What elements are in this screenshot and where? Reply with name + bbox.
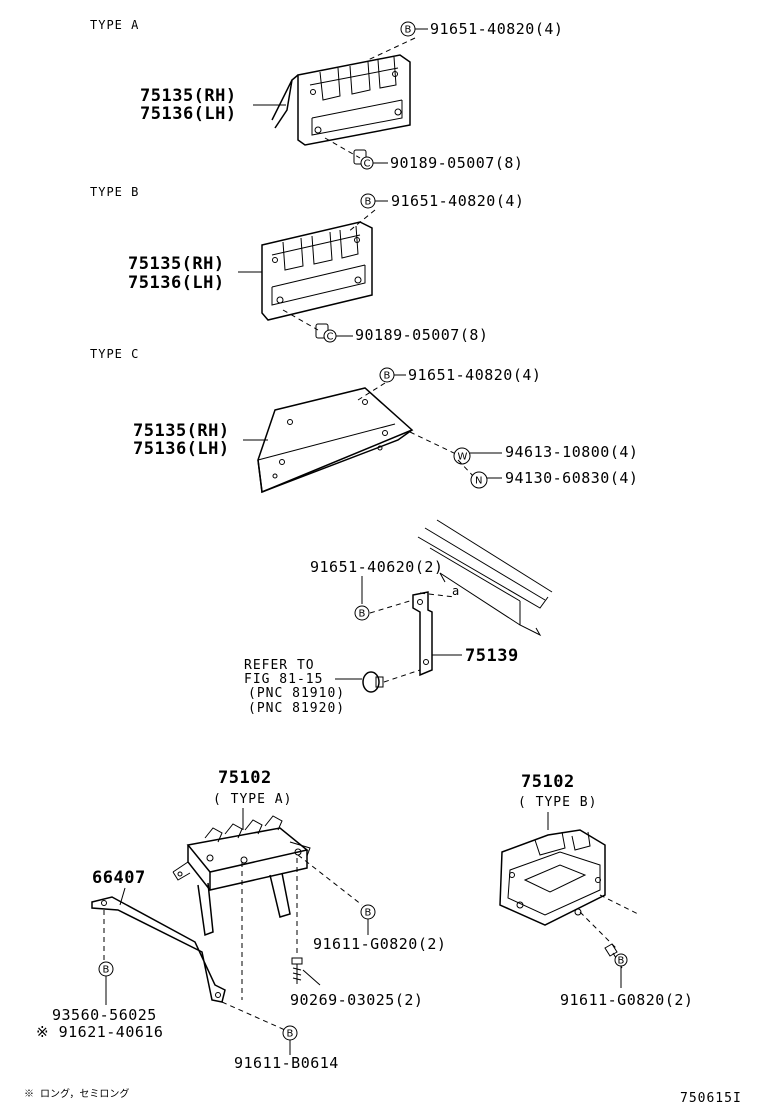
svg-text:C: C (327, 332, 334, 343)
point-a-label: a (452, 584, 460, 598)
label-washer-94613-10800: 94613-10800(4) (505, 443, 638, 461)
label-75102-b: 75102 (521, 772, 575, 792)
figure-code: 750615I (680, 1091, 742, 1106)
refer-text-2: FIG 81-15 (244, 672, 323, 687)
label-bolt-91651-40820-b: 91651-40820(4) (391, 192, 524, 210)
label-type-a-paren: ( TYPE A) (213, 792, 292, 807)
screw-icon (291, 957, 303, 984)
label-bolt-91611-B0614: 91611-B0614 (234, 1054, 339, 1072)
label-screw-90269-03025: 90269-03025(2) (290, 991, 423, 1009)
svg-text:B: B (287, 1029, 294, 1040)
stay-66407 (91, 896, 226, 1003)
bracket-type-b (261, 221, 373, 321)
n-symbol-icon (470, 471, 488, 489)
refer-text-3: (PNC 81910) (248, 686, 345, 701)
label-nut-90189-05007-a: 90189-05007(8) (390, 154, 523, 172)
label-type-b-paren: ( TYPE B) (518, 795, 597, 810)
cushion-icon (362, 671, 380, 693)
label-nut-94130-60830: 94130-60830(4) (505, 469, 638, 487)
label-bolt-91611-G0820-b: 91611-G0820(2) (560, 991, 693, 1009)
label-75102-a: 75102 (218, 768, 272, 788)
svg-text:N: N (475, 476, 482, 487)
label-66407: 66407 (92, 868, 146, 888)
refer-text-4: (PNC 81920) (248, 701, 345, 716)
svg-text:B: B (618, 956, 625, 967)
stay-75139 (412, 591, 433, 677)
label-75136-a: 75136(LH) (140, 104, 237, 124)
label-75135-a: 75135(RH) (140, 86, 237, 106)
b-symbol-icon (354, 605, 370, 621)
svg-text:B: B (405, 25, 412, 36)
label-75136-b: 75136(LH) (128, 273, 225, 293)
label-nut-90189-05007-b: 90189-05007(8) (355, 326, 488, 344)
refer-text-1: REFER TO (244, 658, 315, 673)
svg-text:B: B (365, 908, 372, 919)
bracket-type-c (257, 387, 414, 494)
svg-text:B: B (384, 371, 391, 382)
bracket-type-a (271, 54, 411, 146)
label-75135-b: 75135(RH) (128, 254, 225, 274)
svg-text:B: B (359, 609, 366, 620)
label-bolt-91651-40620: 91651-40620(2) (310, 558, 443, 576)
svg-text:B: B (103, 965, 110, 976)
label-bolt-91621-40616: ※ 91621-40616 (36, 1023, 163, 1041)
type-b-label: TYPE B (90, 185, 139, 199)
label-bolt-91651-40820-c: 91651-40820(4) (408, 366, 541, 384)
label-bolt-93560-56025: 93560-56025 (52, 1006, 157, 1024)
label-75139: 75139 (465, 646, 519, 666)
tray-75102-type-b (499, 829, 606, 926)
label-75135-c: 75135(RH) (133, 421, 230, 441)
svg-text:C: C (364, 159, 371, 170)
type-a-label: TYPE A (90, 18, 139, 32)
tray-75102-type-a (172, 815, 311, 937)
type-c-label: TYPE C (90, 347, 139, 361)
label-bolt-91611-G0820-a: 91611-G0820(2) (313, 935, 446, 953)
label-bolt-91651-40820-a: 91651-40820(4) (430, 20, 563, 38)
svg-text:B: B (365, 197, 372, 208)
frame-rail (417, 519, 553, 637)
footnote: ※ ロング，セミロング (24, 1087, 129, 1100)
label-75136-c: 75136(LH) (133, 439, 230, 459)
svg-text:W: W (458, 452, 468, 463)
